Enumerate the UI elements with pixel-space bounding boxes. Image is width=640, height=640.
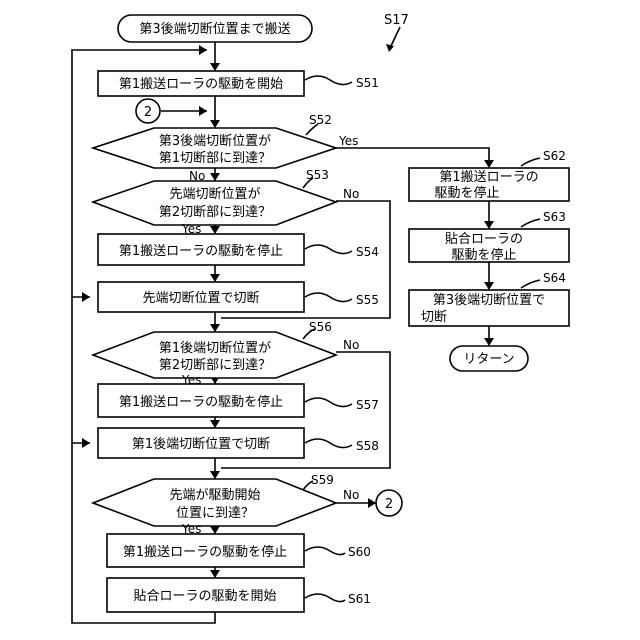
s55-id: S55: [356, 293, 379, 307]
s64-line1: 第3後端切断位置で: [433, 293, 545, 308]
s62-line1: 第1搬送ローラの: [439, 170, 538, 185]
s63-line2: 駆動を停止: [451, 247, 516, 263]
s59-line2: 位置に到達？: [176, 506, 254, 521]
s53-line2: 第2切断部に到達？: [159, 205, 271, 220]
s52-line2: 第1切断部に到達？: [159, 151, 271, 166]
s56-yes: Yes: [181, 373, 201, 387]
connector-2-in-label: 2: [144, 105, 152, 120]
s58-text: 第1後端切断位置で切断: [132, 437, 270, 452]
s59-id: S59: [311, 473, 334, 487]
s64-line2: 切断: [421, 310, 447, 325]
start-label: 第3後端切断位置まで搬送: [139, 22, 290, 37]
s59-yes: Yes: [181, 522, 201, 536]
s63-line1: 貼合ローラの: [445, 232, 523, 247]
s53-yes: Yes: [181, 222, 201, 236]
s63-id: S63: [543, 210, 566, 224]
s56-line1: 第1後端切断位置が: [159, 341, 271, 356]
s57-id: S57: [356, 398, 379, 412]
s59-no: No: [343, 488, 359, 502]
s52-id: S52: [309, 113, 332, 127]
s62-line2: 駆動を停止: [434, 185, 499, 201]
s53-no: No: [343, 187, 359, 201]
s56-id: S56: [309, 320, 332, 334]
s62-id: S62: [543, 149, 566, 163]
s55-text: 先端切断位置で切断: [142, 291, 259, 306]
s51-text: 第1搬送ローラの駆動を開始: [119, 77, 283, 92]
s60-id: S60: [348, 545, 371, 559]
s57-text: 第1搬送ローラの駆動を停止: [119, 394, 283, 410]
s53-id: S53: [306, 168, 329, 182]
s61-id: S61: [348, 592, 371, 606]
s53-line1: 先端切断位置が: [169, 187, 260, 202]
s52-yes: Yes: [338, 134, 358, 148]
end-label: リターン: [463, 352, 514, 367]
connector-2-out-label: 2: [385, 497, 393, 512]
s60-text: 第1搬送ローラの駆動を停止: [123, 544, 287, 560]
s64-id: S64: [543, 271, 566, 285]
s52-line1: 第3後端切断位置が: [159, 134, 271, 149]
s59-line1: 先端が駆動開始: [169, 488, 260, 503]
s51-id: S51: [356, 76, 379, 90]
s54-text: 第1搬送ローラの駆動を停止: [119, 243, 283, 259]
s52-no: No: [189, 169, 205, 183]
s54-id: S54: [356, 245, 379, 259]
s56-line2: 第2切断部に到達？: [159, 358, 271, 373]
s61-text: 貼合ローラの駆動を開始: [133, 589, 276, 604]
s56-no: No: [343, 338, 359, 352]
figure-label: S17: [384, 13, 409, 28]
s58-id: S58: [356, 439, 379, 453]
